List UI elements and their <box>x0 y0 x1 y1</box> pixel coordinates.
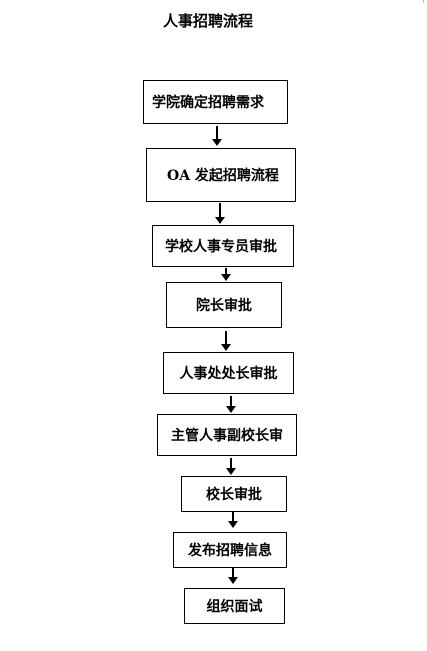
diagram-title: 人事招聘流程 <box>163 12 254 30</box>
step-box-7: 校长审批 <box>181 476 287 512</box>
step-box-6: 主管人事副校长审 <box>157 414 297 456</box>
arrow-3 <box>221 268 231 281</box>
arrow-4 <box>221 331 231 351</box>
step-box-5: 人事处处长审批 <box>163 352 294 394</box>
arrow-5 <box>226 396 236 413</box>
step-box-3: 学校人事专员审批 <box>152 225 294 267</box>
step-label-2: OA 发起招聘流程 <box>167 168 279 184</box>
step-label-1: 学院确定招聘需求 <box>152 95 264 111</box>
step-box-9: 组织面试 <box>184 588 285 624</box>
arrow-2 <box>215 203 225 224</box>
step-label-3: 学校人事专员审批 <box>165 239 277 255</box>
step-label-8: 发布招聘信息 <box>188 543 272 559</box>
step-label-5: 人事处处长审批 <box>179 366 278 382</box>
arrow-1 <box>212 126 222 146</box>
step-label-7: 校长审批 <box>206 487 262 503</box>
step-label-6: 主管人事副校长审 <box>171 428 283 444</box>
step-box-2: OA 发起招聘流程 <box>146 148 296 202</box>
step-box-8: 发布招聘信息 <box>173 532 287 568</box>
step-box-4: 院长审批 <box>166 282 282 328</box>
arrow-6 <box>226 458 236 475</box>
arrow-8 <box>228 568 238 584</box>
step-label-4: 院长审批 <box>196 298 252 314</box>
corner-mark: ' <box>422 0 425 10</box>
arrow-7 <box>228 512 238 528</box>
step-label-9: 组织面试 <box>206 599 263 615</box>
step-box-1: 学院确定招聘需求 <box>143 80 288 124</box>
